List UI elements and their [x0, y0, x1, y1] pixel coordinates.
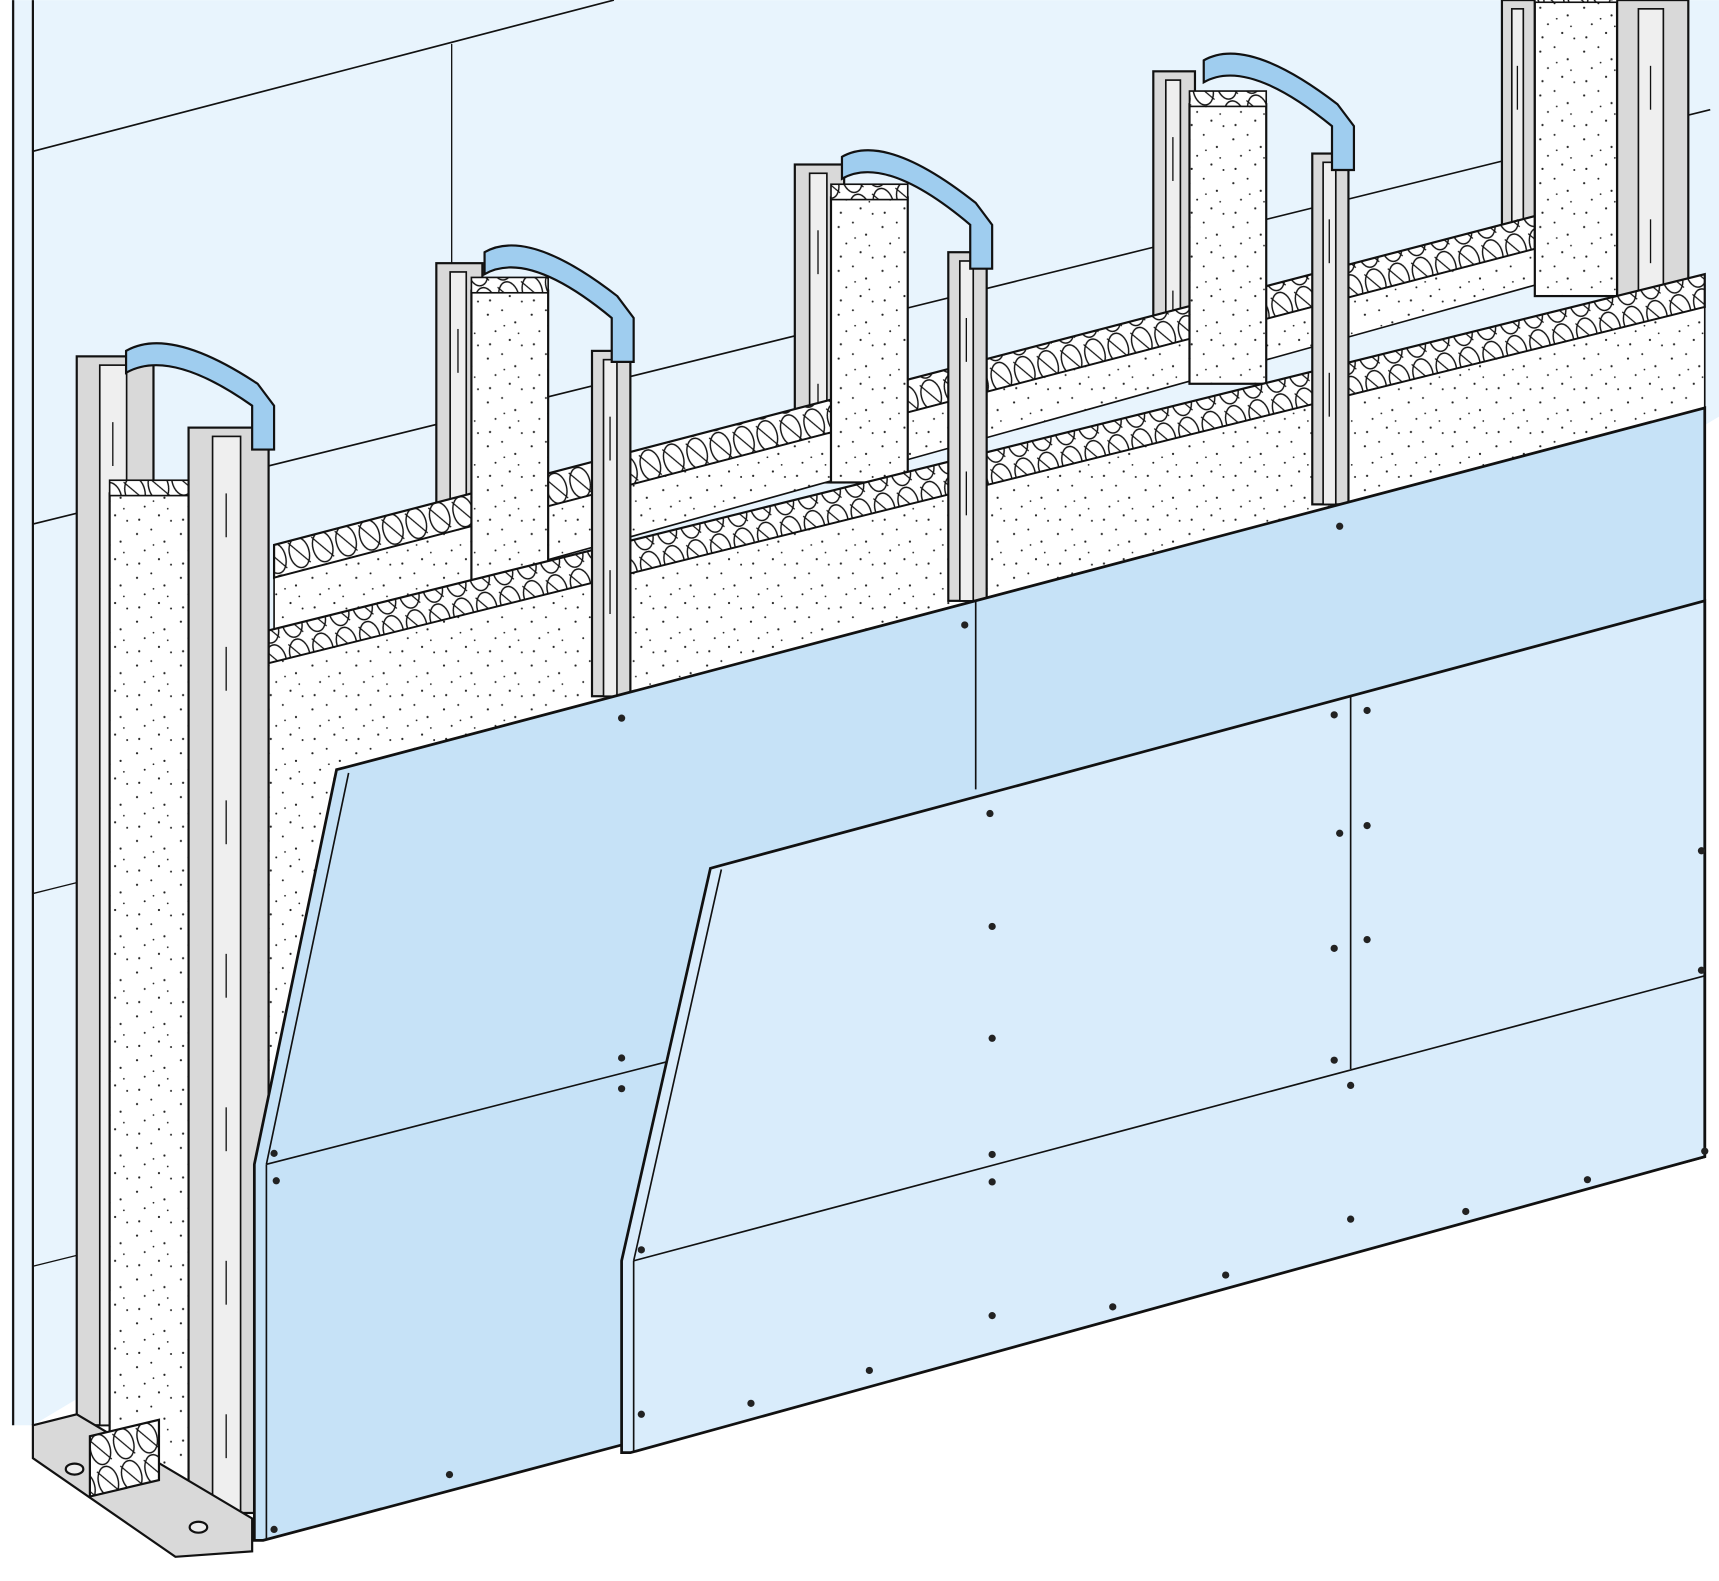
steel-stud: [947, 251, 988, 602]
screw-icon: [1697, 847, 1706, 855]
screw-icon: [1222, 1271, 1230, 1279]
screw-icon: [270, 1525, 278, 1534]
screw-icon: [617, 714, 626, 722]
steel-stud: [590, 349, 632, 698]
screw-icon: [617, 1054, 626, 1062]
screw-icon: [986, 809, 994, 818]
screw-icon: [1336, 829, 1344, 837]
screw-icon: [1363, 821, 1371, 830]
screw-icon: [1330, 711, 1338, 719]
anchor-bolt-icon: [188, 1520, 209, 1534]
anchor-bolt-icon: [64, 1462, 85, 1476]
channel-cap: [840, 149, 994, 270]
screw-icon: [1701, 1147, 1709, 1155]
screw-icon: [1330, 944, 1338, 952]
screw-icon: [1336, 522, 1344, 530]
screw-icon: [747, 1399, 755, 1407]
foam-board: [1533, 0, 1619, 298]
board-top-edge: [108, 479, 193, 497]
screw-icon: [445, 1470, 454, 1479]
front-steel-studs: [187, 152, 1350, 1515]
screw-icon: [1363, 935, 1371, 944]
screw-icon: [617, 1085, 626, 1093]
channel-cap: [124, 342, 276, 451]
outer-gypsum-board-layer: [620, 599, 1707, 1455]
screw-icon: [1583, 1176, 1592, 1184]
screw-icon: [988, 922, 996, 931]
screw-icon: [988, 1034, 996, 1042]
screw-icon: [1462, 1207, 1470, 1216]
board-top-edge: [1188, 90, 1268, 108]
stud-flange: [602, 358, 618, 698]
screw-icon: [1363, 706, 1371, 715]
board-top-edge: [1533, 0, 1618, 4]
screw-icon: [272, 1177, 280, 1185]
screw-icon: [1347, 1081, 1355, 1090]
foam-core-boards: [108, 0, 1619, 1504]
board-top-edge: [470, 276, 549, 294]
screw-icon: [865, 1366, 873, 1375]
screw-icon: [1109, 1303, 1117, 1311]
stud-flange: [1322, 161, 1337, 506]
screw-icon: [988, 1150, 996, 1159]
screw-icon: [637, 1246, 645, 1254]
screw-icon: [1697, 966, 1706, 974]
screw-icon: [961, 621, 969, 629]
foam-board: [829, 196, 909, 484]
screw-icon: [270, 1149, 278, 1157]
screw-icon: [988, 1312, 996, 1320]
floor-track: [31, 1413, 254, 1558]
screw-icon: [1347, 1215, 1355, 1223]
stud-flange: [449, 271, 468, 528]
screw-icon: [988, 1178, 996, 1186]
screw-icon: [1330, 1056, 1338, 1064]
channel-caps: [124, 52, 1356, 451]
stud-flange: [958, 260, 975, 602]
foam-board: [1188, 103, 1268, 385]
foam-board: [470, 289, 550, 583]
steel-stud: [1311, 152, 1350, 506]
channel-cap: [483, 244, 635, 363]
board-screws: [270, 522, 1709, 1534]
screw-icon: [637, 1410, 645, 1418]
channel-cap: [1202, 52, 1356, 172]
board-top-edge: [830, 183, 909, 201]
foam-board: [108, 492, 193, 1504]
